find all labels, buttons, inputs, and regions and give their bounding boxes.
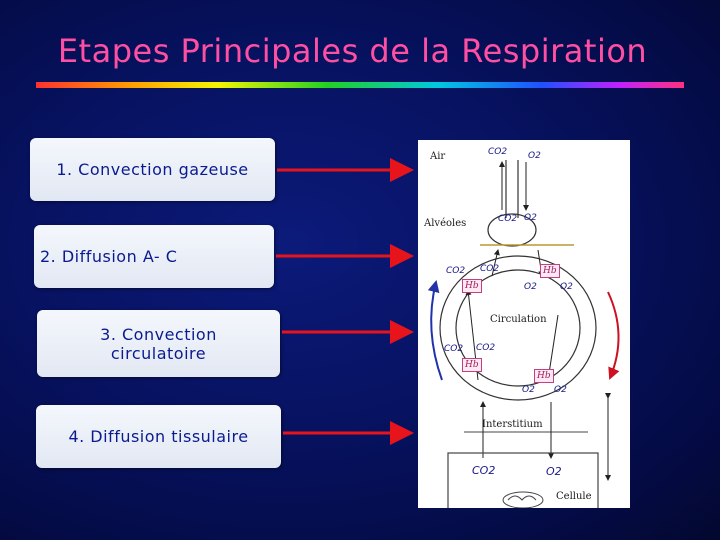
respiration-figure: Air CO2 O2 Alvéoles CO2 O2 CO2 CO2 Hb Hb… bbox=[418, 140, 630, 508]
step-diffusion-tissulaire: 4. Diffusion tissulaire bbox=[36, 405, 281, 468]
mitochondrion bbox=[502, 491, 544, 508]
label-hb-lower-left: Hb bbox=[462, 358, 482, 372]
step-convection-circulatoire: 3. Convection circulatoire bbox=[37, 310, 280, 377]
step-label: 4. Diffusion tissulaire bbox=[68, 427, 249, 446]
step-label: 1. Convection gazeuse bbox=[56, 160, 249, 179]
slide-title: Etapes Principales de la Respiration bbox=[57, 32, 648, 70]
label-o2-right: O2 bbox=[560, 282, 573, 292]
step-label-line1: 3. Convection bbox=[100, 324, 217, 344]
label-co2-left: CO2 bbox=[446, 266, 466, 276]
step-label: 3. Convection circulatoire bbox=[69, 325, 249, 363]
label-circulation: Circulation bbox=[490, 314, 547, 325]
label-hb-top-left: Hb bbox=[462, 279, 482, 293]
label-o2-lower-mid: O2 bbox=[522, 385, 535, 395]
airway bbox=[505, 160, 519, 218]
circulation-inner bbox=[455, 269, 581, 387]
mitochondrion-crest bbox=[507, 495, 537, 501]
alveolus bbox=[487, 213, 537, 247]
circulation-outer bbox=[439, 255, 597, 401]
label-hb-top-right: Hb bbox=[540, 264, 560, 278]
label-interstitium: Interstitium bbox=[482, 419, 543, 430]
label-co2-lower-mid: CO2 bbox=[476, 343, 496, 353]
step-diffusion-alveolo-capillaire: 2. Diffusion A- C bbox=[34, 225, 274, 288]
label-o2-alveole: O2 bbox=[524, 213, 537, 223]
step-label: 2. Diffusion A- C bbox=[40, 247, 178, 266]
label-co2-alveole: CO2 bbox=[498, 214, 518, 224]
label-co2-cell: CO2 bbox=[472, 464, 496, 477]
label-air: Air bbox=[430, 151, 446, 162]
rainbow-divider bbox=[36, 82, 684, 88]
venous-return-arrow bbox=[427, 280, 443, 381]
label-cellule: Cellule bbox=[556, 491, 592, 502]
step-label-line2: circulatoire bbox=[110, 343, 207, 363]
label-hb-lower-right: Hb bbox=[534, 369, 554, 383]
label-alveoles: Alvéoles bbox=[424, 218, 467, 229]
label-o2-lower-right: O2 bbox=[554, 385, 567, 395]
arterial-flow-arrow bbox=[607, 291, 620, 380]
figure-drawing bbox=[427, 160, 620, 508]
label-co2-air: CO2 bbox=[488, 147, 508, 157]
cell-box bbox=[447, 452, 599, 508]
label-o2-air: O2 bbox=[528, 151, 541, 161]
co2-up-arrow bbox=[491, 249, 500, 277]
label-o2-mid: O2 bbox=[524, 282, 537, 292]
step-convection-gazeuse: 1. Convection gazeuse bbox=[30, 138, 275, 201]
label-o2-cell: O2 bbox=[546, 465, 562, 478]
label-co2-lower-left: CO2 bbox=[444, 344, 464, 354]
label-co2-mid: CO2 bbox=[480, 264, 500, 274]
